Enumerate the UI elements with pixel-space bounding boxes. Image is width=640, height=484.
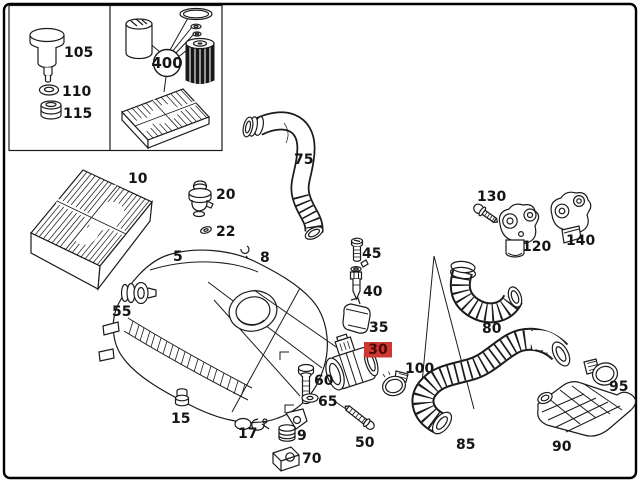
callout-20[interactable]: 20 (216, 187, 236, 203)
callout-120[interactable]: 120 (522, 239, 551, 255)
part-5-air-filter-housing-drawing (98, 249, 347, 431)
callout-110[interactable]: 110 (62, 84, 91, 100)
highlight-box-30[interactable] (364, 342, 392, 358)
part-65-washer-drawing (301, 393, 319, 403)
part-75-elbow-hose-drawing (242, 111, 324, 240)
part-110-washer-drawing (38, 84, 60, 96)
callout-8[interactable]: 8 (260, 250, 270, 266)
callout-17[interactable]: 17 (238, 426, 257, 442)
kit-oil-filter-drawing (185, 37, 215, 85)
kit-fuel-filter-drawing (125, 18, 153, 60)
part-95-hose-clamp-drawing (583, 358, 619, 386)
part-15-sleeve-drawing (174, 388, 190, 407)
callout-95[interactable]: 95 (609, 379, 628, 395)
inset-box-filter-kit: 400 (120, 7, 215, 150)
part-115-seal-rings-drawing (40, 100, 62, 120)
callout-75[interactable]: 75 (294, 152, 313, 168)
inset-box-drain-plug-kit: 105 110 115 (29, 27, 93, 122)
callout-65[interactable]: 65 (318, 394, 337, 410)
part-120-sensor-drawing (498, 203, 540, 258)
inset-boxes-frame (8, 4, 223, 152)
kit-oring-drawing (179, 7, 213, 21)
part-22-washer-drawing (200, 226, 212, 234)
kit-number-circle (152, 48, 182, 78)
callout-90[interactable]: 90 (552, 439, 572, 455)
callout-15[interactable]: 15 (171, 411, 190, 427)
part-17-clip-drawing (251, 418, 270, 431)
callout-105[interactable]: 105 (64, 45, 93, 61)
callout-140[interactable]: 140 (566, 233, 595, 249)
callout-130[interactable]: 130 (477, 189, 506, 205)
callout-10[interactable]: 10 (128, 171, 148, 187)
callout-70[interactable]: 70 (302, 451, 322, 467)
part-20-rubber-mount-drawing (188, 180, 214, 218)
callout-9[interactable]: 9 (297, 428, 307, 444)
callout-45[interactable]: 45 (362, 246, 381, 262)
kit-washers-drawing (190, 23, 202, 37)
callout-22[interactable]: 22 (216, 224, 235, 240)
part-100-hose-clamp-drawing (382, 370, 409, 397)
part-9-bushing-drawing (278, 424, 296, 442)
callout-115[interactable]: 115 (63, 106, 92, 122)
callout-30-highlighted[interactable]: 30 (368, 342, 388, 358)
callout-5[interactable]: 5 (173, 249, 183, 265)
callout-35[interactable]: 35 (369, 320, 388, 336)
callout-40[interactable]: 40 (363, 284, 383, 300)
callout-400[interactable]: 400 (151, 54, 182, 72)
callout-55[interactable]: 55 (112, 304, 131, 320)
callout-80[interactable]: 80 (482, 321, 502, 337)
part-55-grommet-drawing (120, 281, 157, 305)
callout-85[interactable]: 85 (456, 437, 475, 453)
part-70-bracket-drawing (272, 446, 300, 472)
part-85-corrugated-hose-drawing (411, 327, 571, 435)
clamp-leader-lines (420, 255, 475, 410)
callout-50[interactable]: 50 (355, 435, 375, 451)
part-105-plug-drawing (29, 27, 65, 83)
part-45-screw-drawing (350, 237, 364, 262)
part-50-screw-drawing (344, 405, 375, 430)
part-10-air-filter-drawing (30, 169, 153, 292)
callout-60[interactable]: 60 (314, 373, 334, 389)
part-140-sensor-drawing (550, 191, 592, 244)
part-30-maf-sensor-drawing (325, 333, 379, 391)
part-60-bolt-drawing (297, 363, 315, 405)
part-130-screw-drawing (473, 203, 499, 224)
part-35-connector-drawing (342, 297, 371, 334)
part-80-corrugated-hose-drawing (449, 260, 523, 324)
kit-leader-lines (147, 17, 195, 93)
part-90-intake-duct-drawing (537, 381, 637, 437)
kit-air-filter-panel-drawing (120, 88, 211, 150)
